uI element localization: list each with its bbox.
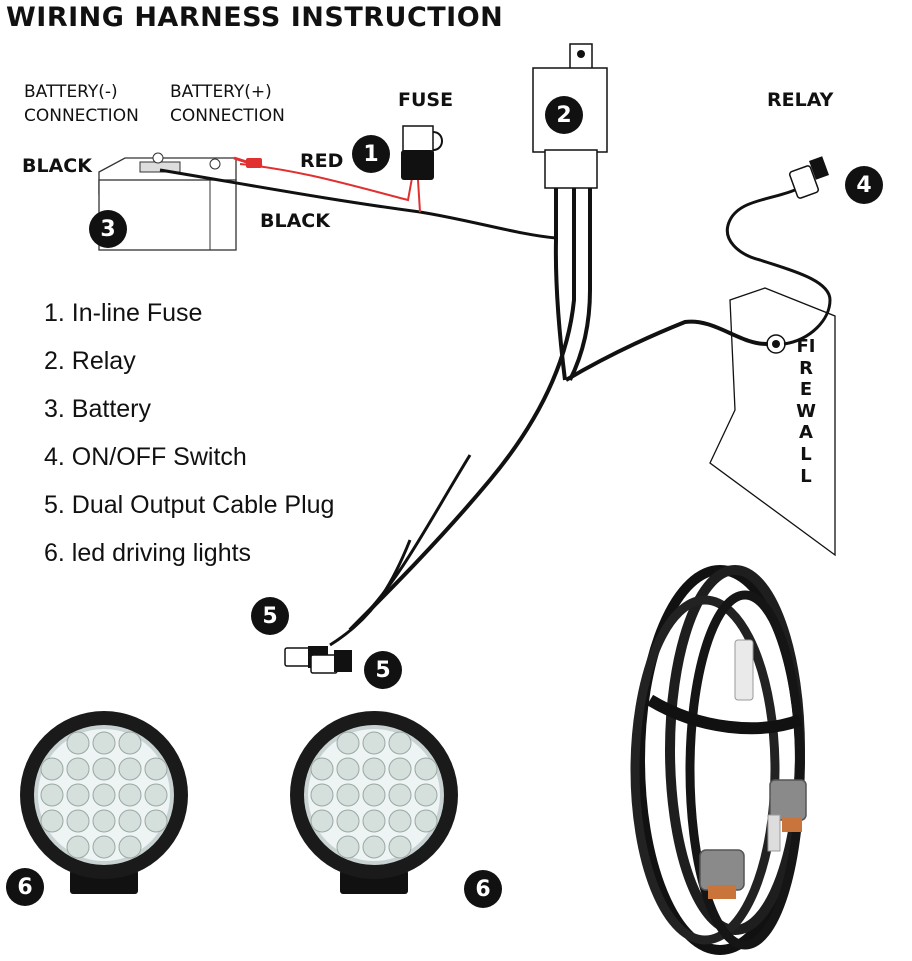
- led-chip: [118, 809, 142, 833]
- black-ground-wire: [159, 168, 557, 240]
- badge-plug-b: 5: [364, 651, 402, 689]
- led-chip: [92, 783, 116, 807]
- led-chip: [388, 835, 412, 859]
- led-chip: [336, 783, 360, 807]
- led-chip: [414, 809, 438, 833]
- red-wire: [239, 163, 413, 202]
- legend-item: 6. led driving lights: [44, 539, 252, 567]
- legend-item: 3. Battery: [44, 395, 151, 423]
- led-chip: [92, 809, 116, 833]
- battery-neg-label-2: CONNECTION: [24, 106, 139, 126]
- battery-pos-label-1: BATTERY(+): [170, 82, 272, 102]
- led-chip: [144, 809, 168, 833]
- led-chip: [118, 783, 142, 807]
- led-chip: [362, 757, 386, 781]
- led-chip: [388, 783, 412, 807]
- led-chip: [414, 783, 438, 807]
- led-chip: [336, 835, 360, 859]
- main-harness: [553, 188, 567, 381]
- led-chip: [310, 783, 334, 807]
- badge-plug-a: 5: [251, 597, 289, 635]
- led-chip: [118, 757, 142, 781]
- led-chip: [92, 731, 116, 755]
- led-chip: [66, 757, 90, 781]
- badge-light-right: 6: [464, 870, 502, 908]
- led-chip: [362, 809, 386, 833]
- red-wire-label: RED: [300, 150, 344, 172]
- led-chip: [362, 783, 386, 807]
- led-chip: [40, 757, 64, 781]
- badge-fuse: 1: [352, 135, 390, 173]
- led-chip: [310, 757, 334, 781]
- battery-pos-label-2: CONNECTION: [170, 106, 285, 126]
- black-wire-label: BLACK: [260, 210, 330, 232]
- relay-label: RELAY: [767, 89, 834, 111]
- legend-item: 2. Relay: [44, 347, 136, 375]
- legend-item: 5. Dual Output Cable Plug: [44, 491, 335, 519]
- legend-item: 4. ON/OFF Switch: [44, 443, 247, 471]
- led-chip: [92, 835, 116, 859]
- badge-switch: 4: [845, 166, 883, 204]
- fuse-holder-icon: [401, 125, 443, 213]
- dual-output-plug-icon: [284, 646, 352, 674]
- led-chip: [40, 783, 64, 807]
- black-battery-label: BLACK: [22, 155, 92, 177]
- led-chip: [144, 783, 168, 807]
- led-chip: [388, 757, 412, 781]
- led-chip: [40, 809, 64, 833]
- legend-list: 1. In-line Fuse 2. Relay 3. Battery 4. O…: [44, 296, 334, 584]
- coiled-harness-illustration: [630, 565, 807, 955]
- led-chip: [362, 731, 386, 755]
- led-chip: [388, 809, 412, 833]
- badge-battery: 3: [89, 210, 127, 248]
- led-chip: [66, 731, 90, 755]
- led-light-right-icon: [290, 711, 458, 894]
- led-chip: [336, 731, 360, 755]
- led-chip: [92, 757, 116, 781]
- page-title: WIRING HARNESS INSTRUCTION: [6, 2, 504, 33]
- led-chip: [414, 757, 438, 781]
- badge-relay: 2: [545, 96, 583, 134]
- badge-light-left: 6: [6, 868, 44, 906]
- led-chip: [310, 809, 334, 833]
- led-chip: [118, 835, 142, 859]
- fuse-label: FUSE: [398, 89, 454, 111]
- firewall-panel: [709, 287, 836, 557]
- led-light-left-icon: [20, 711, 188, 894]
- battery-neg-label-1: BATTERY(-): [24, 82, 118, 102]
- led-chip: [66, 783, 90, 807]
- led-chip: [336, 757, 360, 781]
- led-chip: [362, 835, 386, 859]
- led-chip: [144, 757, 168, 781]
- led-chip: [388, 731, 412, 755]
- legend-item: 1. In-line Fuse: [44, 299, 203, 327]
- led-chip: [66, 835, 90, 859]
- switch-wire: [725, 188, 832, 346]
- led-chip: [118, 731, 142, 755]
- led-chip: [336, 809, 360, 833]
- switch-connector-icon: [788, 156, 829, 199]
- led-chip: [66, 809, 90, 833]
- firewall-label: FIREWALL: [796, 336, 816, 487]
